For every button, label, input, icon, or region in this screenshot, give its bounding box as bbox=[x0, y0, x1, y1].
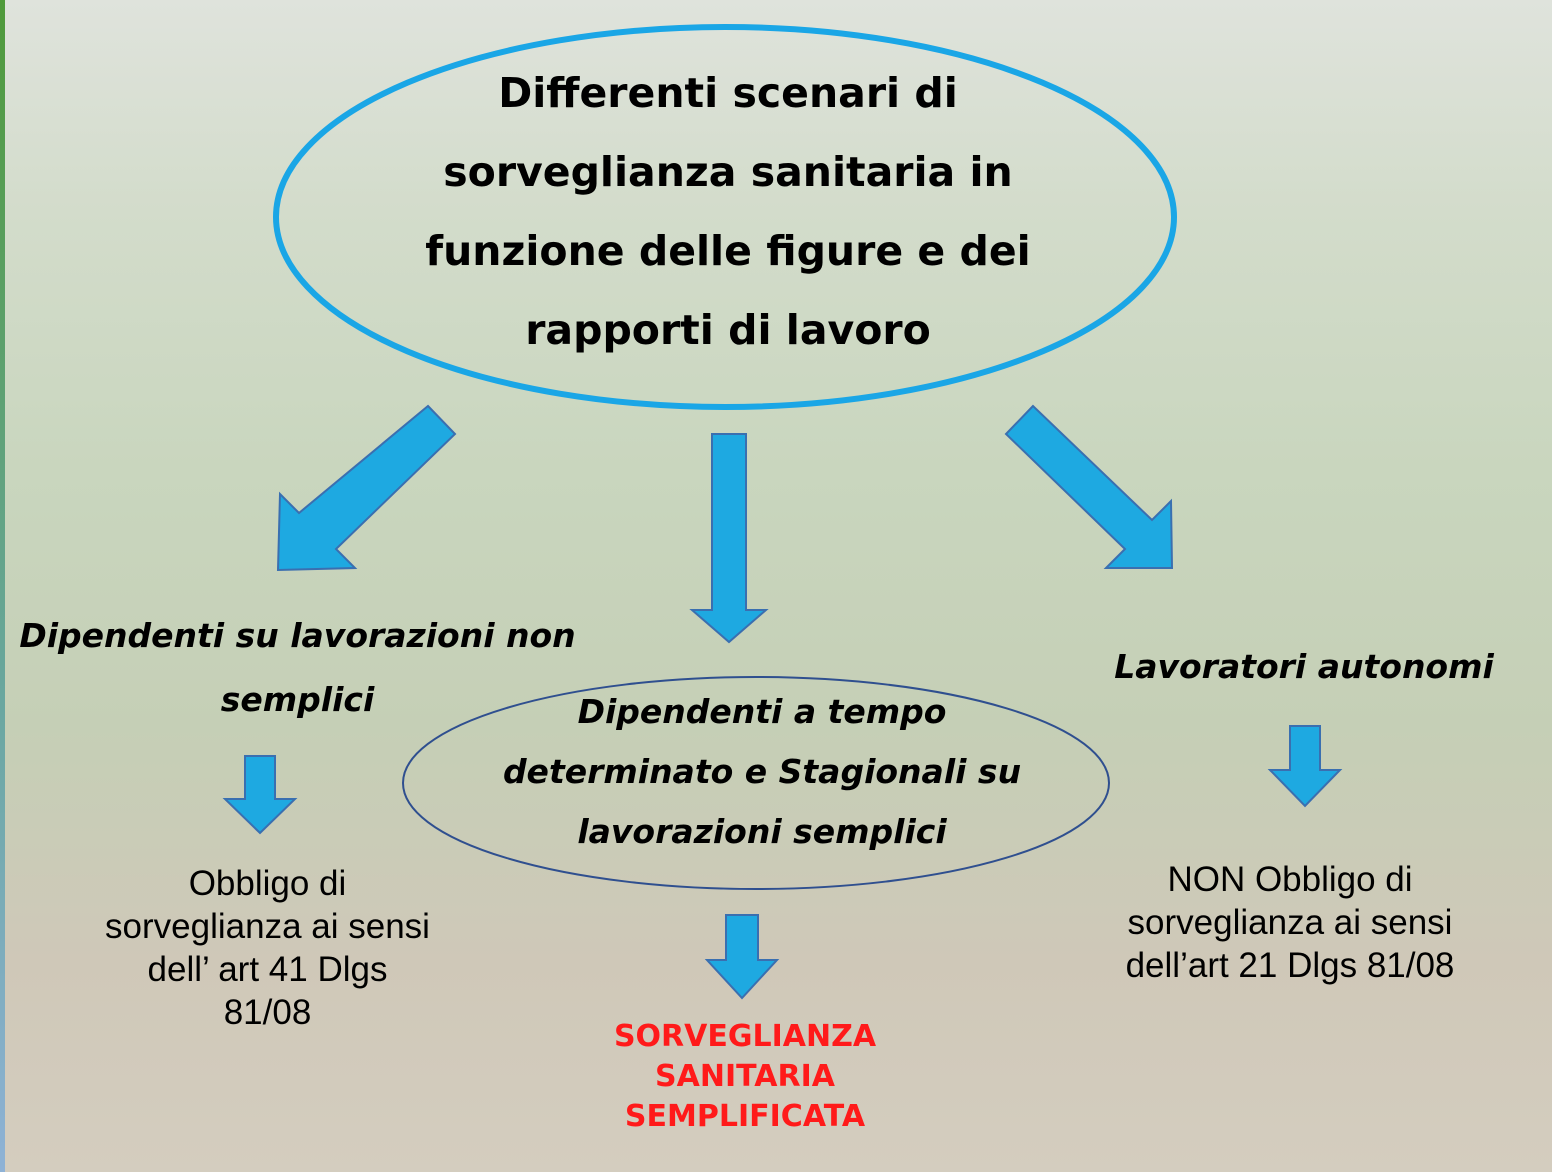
branch-right-label: Lavoratori autonomi bbox=[1114, 647, 1494, 686]
arrow-down-right bbox=[1004, 404, 1174, 569]
arrow-down-left bbox=[276, 404, 457, 572]
arrow-down-left-small bbox=[222, 755, 298, 835]
title-ellipse bbox=[273, 24, 1177, 410]
branch-center-result: SORVEGLIANZA SANITARIA SEMPLIFICATA bbox=[613, 1019, 877, 1134]
arrow-down-center-small bbox=[704, 914, 780, 1000]
branch-center-label: Dipendenti a tempo determinato e Stagion… bbox=[502, 692, 1022, 851]
arrow-down-center bbox=[689, 433, 769, 644]
left-accent-bar bbox=[0, 0, 5, 1172]
diagram-title: Differenti scenari di sorveglianza sanit… bbox=[425, 69, 1031, 354]
arrow-down-right-small bbox=[1267, 725, 1343, 808]
branch-left-label: Dipendenti su lavorazioni non semplici bbox=[19, 616, 576, 719]
center-ellipse bbox=[402, 676, 1110, 890]
branch-right-result: NON Obbligo di sorveglianza ai sensi del… bbox=[1125, 860, 1455, 986]
branch-left-result: Obbligo di sorveglianza ai sensi dell’ a… bbox=[105, 864, 430, 1033]
